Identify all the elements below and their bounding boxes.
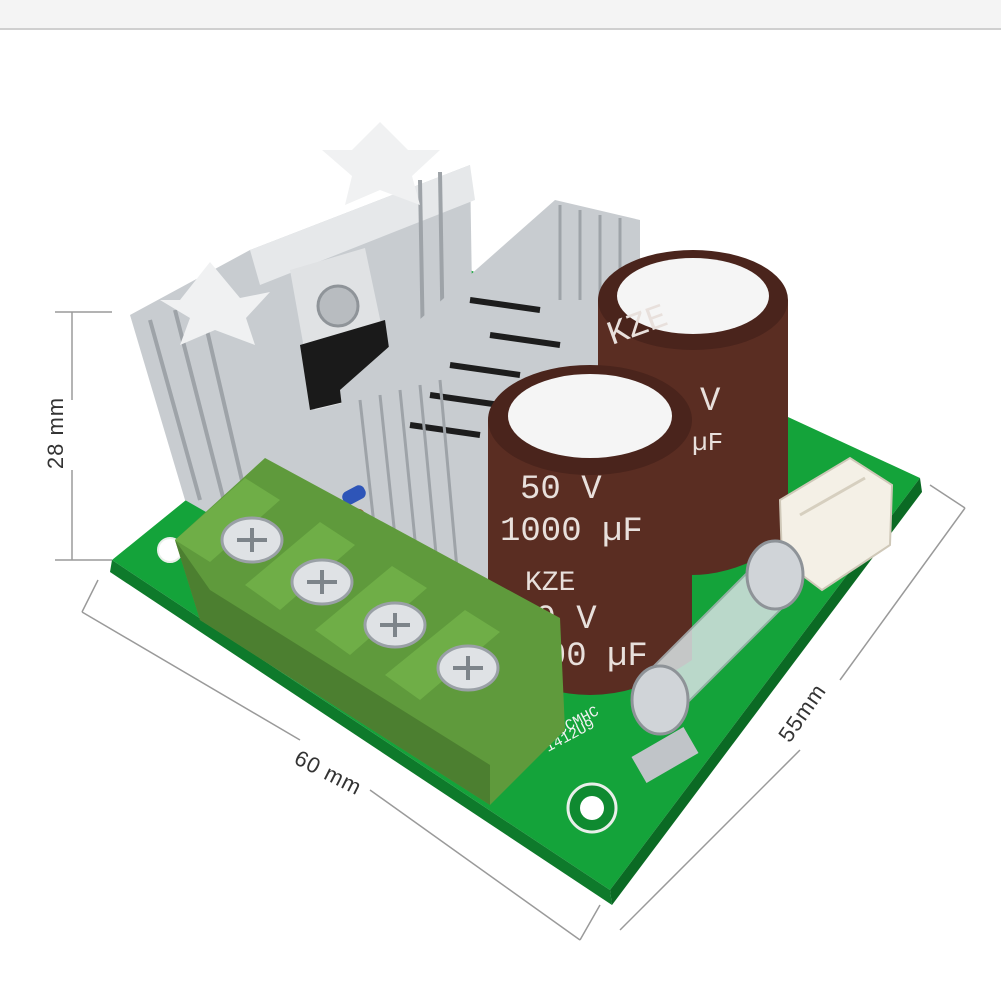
- capacitor-front-line1: 50 V: [520, 471, 602, 509]
- capacitor-back-line3: µF: [692, 428, 723, 458]
- dimension-height-label: 28 mm: [43, 396, 69, 470]
- screw: [220, 516, 284, 564]
- screw: [436, 644, 500, 692]
- terminal-screws: [220, 516, 500, 692]
- dimension-lines: [55, 311, 966, 941]
- screw: [290, 558, 354, 606]
- capacitor-back-line2: V: [700, 383, 721, 421]
- capacitor-front-line3: KZE: [525, 568, 575, 599]
- terminal-blocks: [175, 458, 565, 805]
- top-bar: [0, 0, 1001, 30]
- fuse: [630, 539, 805, 783]
- capacitor-front-line2: 1000 µF: [500, 513, 643, 551]
- screw: [363, 601, 427, 649]
